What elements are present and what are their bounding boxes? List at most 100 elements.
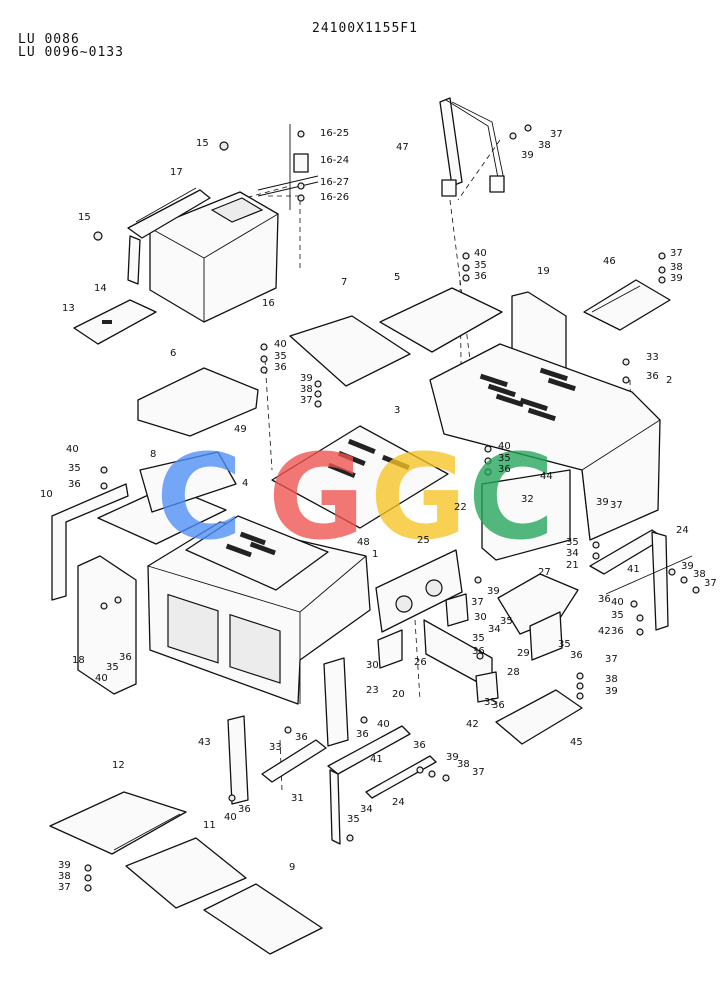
callout-label: 40	[66, 444, 79, 455]
side-rail-10	[51, 483, 129, 601]
callout-label: 37	[550, 129, 563, 140]
serial-range-line-2: LU 0096∼0133	[18, 45, 124, 60]
callout-label: 12	[112, 760, 125, 771]
hood-grille-slots	[479, 367, 576, 422]
callout-label: 22	[454, 502, 467, 513]
battery-box	[127, 175, 319, 323]
side-panel-8	[97, 485, 227, 545]
drawing-number: 24100X1155F1	[312, 21, 418, 36]
callout-label: 15	[78, 212, 91, 223]
callout-label: 38	[457, 759, 470, 770]
callout-label: 36	[611, 626, 624, 637]
callout-label: 37	[704, 578, 717, 589]
callout-label: 36	[474, 271, 487, 282]
panel-22	[481, 469, 571, 561]
callout-label: 35	[68, 463, 81, 474]
callout-label: 39	[487, 586, 500, 597]
callout-label: 27	[538, 567, 551, 578]
bracket-30	[377, 593, 469, 669]
serial-range-line-1: LU 0086	[18, 32, 80, 47]
callout-label: 35	[472, 633, 485, 644]
callout-label: 11	[203, 820, 216, 831]
callout-label: 38	[670, 262, 683, 273]
callout-label: 44	[540, 471, 553, 482]
callout-label: 40	[474, 248, 487, 259]
bracket-29	[529, 611, 563, 661]
callout-label: 17	[170, 167, 183, 178]
callout-label: 23	[366, 685, 379, 696]
callout-label: 25	[417, 535, 430, 546]
callout-label: 37	[58, 882, 71, 893]
callout-label: 16-26	[320, 192, 349, 203]
plate-45	[495, 689, 583, 745]
callout-label: 36	[498, 464, 511, 475]
callout-label: 7	[341, 277, 347, 288]
callout-label: 40	[224, 812, 237, 823]
callout-label: 45	[570, 737, 583, 748]
callout-label: 9	[289, 862, 295, 873]
callout-label: 39	[596, 497, 609, 508]
callout-label: 34	[566, 548, 579, 559]
callout-label: 16	[262, 298, 275, 309]
floor-plate-9	[203, 883, 323, 955]
callout-label: 5	[394, 272, 400, 283]
callout-label: 39	[58, 860, 71, 871]
bolt-15-left	[93, 231, 103, 241]
callout-label: 3	[394, 405, 400, 416]
bracket-28	[475, 671, 499, 703]
callout-label: 24	[392, 797, 405, 808]
callout-label: 30	[474, 612, 487, 623]
watermark-letter: C	[468, 428, 555, 566]
callout-label: 37	[472, 767, 485, 778]
callout-label: 36	[119, 652, 132, 663]
callout-label: 32	[521, 494, 534, 505]
top-cover-5	[379, 287, 503, 353]
hardware-bolts	[84, 252, 700, 892]
callout-label: 36	[598, 594, 611, 605]
callout-label: 8	[150, 449, 156, 460]
callout-label: 43	[198, 737, 211, 748]
callout-label: 40	[611, 597, 624, 608]
callout-label: 36	[646, 371, 659, 382]
callout-label: 39	[521, 150, 534, 161]
callout-labels: 1516-2516-2416-2716-26171514161347373839…	[40, 128, 717, 893]
callout-label: 30	[366, 660, 379, 671]
callout-label: 35	[566, 537, 579, 548]
callout-label: 36	[356, 729, 369, 740]
side-panel-18	[77, 555, 137, 695]
callout-label: 42	[598, 626, 611, 637]
floor-plate-12	[49, 791, 187, 855]
callout-label: 39	[605, 686, 618, 697]
callout-label: 37	[605, 654, 618, 665]
top-cover-3	[271, 425, 449, 529]
callout-label: 39	[446, 752, 459, 763]
callout-label: 39	[670, 273, 683, 284]
hood-2	[429, 343, 661, 541]
callout-label: 38	[58, 871, 71, 882]
callout-label: 2	[666, 375, 672, 386]
post-20	[327, 725, 411, 845]
callout-label: 35	[484, 697, 497, 708]
callout-label: 35	[474, 260, 487, 271]
callout-label: 31	[291, 793, 304, 804]
callout-label: 35	[274, 351, 287, 362]
callout-label: 36	[492, 700, 505, 711]
callout-label: 20	[392, 689, 405, 700]
callout-label: 28	[507, 667, 520, 678]
callout-label: 35	[500, 616, 513, 627]
callout-label: 26	[414, 657, 427, 668]
callout-label: 39	[300, 373, 313, 384]
callout-label: 34	[360, 804, 373, 815]
floor-plate-11	[125, 837, 247, 909]
frame-grille-48	[185, 515, 329, 591]
callout-label: 35	[347, 814, 360, 825]
callout-label: 35	[106, 662, 119, 673]
callout-label: 19	[537, 266, 550, 277]
guard-handle	[439, 97, 532, 197]
post-23	[323, 657, 349, 747]
callout-label: 38	[538, 140, 551, 151]
callout-label: 36	[68, 479, 81, 490]
callout-label: 37	[300, 395, 313, 406]
callout-label: 24	[676, 525, 689, 536]
